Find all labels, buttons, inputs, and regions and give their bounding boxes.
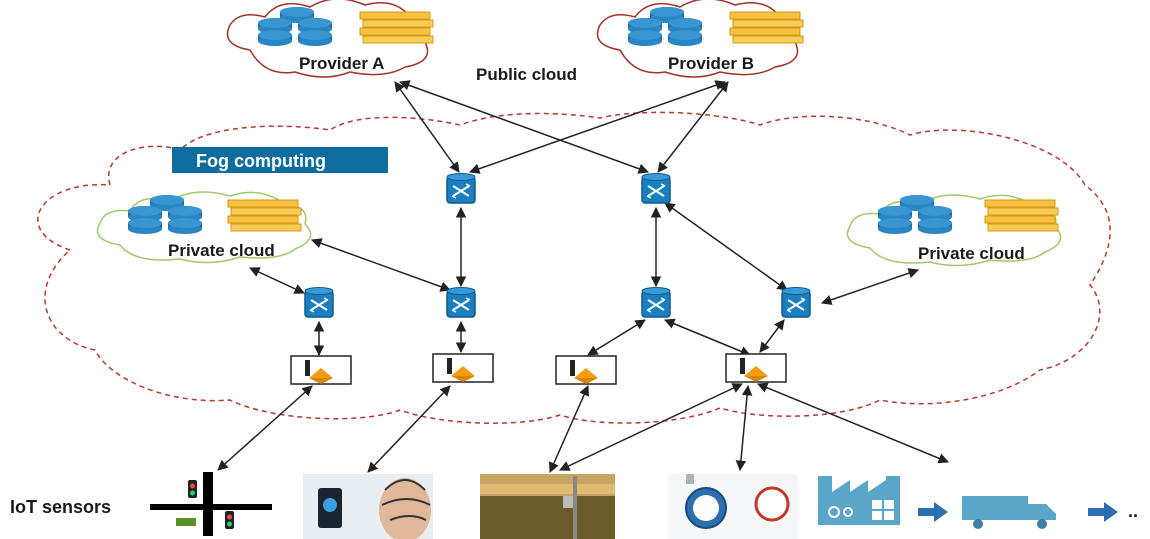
water-meter-icon [668,474,798,539]
brain-sensor-icon [303,474,433,539]
fog-router-icon [304,286,334,318]
iot-gateway-icon [725,353,787,383]
field-sensor-icon [480,474,615,539]
traffic-light-icon [150,472,272,536]
continuation-ellipsis: .. [1128,501,1138,521]
public-cloud-label: Public cloud [476,65,577,84]
truck-icon [962,496,1056,529]
iot-gateway-icon [555,355,617,385]
provider-b-files-icon [729,11,804,44]
fog-router-icon [641,172,671,204]
private-cloud-right-label: Private cloud [918,244,1025,263]
private-cloud-right-files-icon [984,199,1059,232]
flow-arrow-icon [918,502,948,522]
iot-gateway-icon [290,355,352,385]
fog-router-icon [781,286,811,318]
fog-computing-label: Fog computing [196,151,326,171]
iot-sensors-label: IoT sensors [10,497,111,517]
private-cloud-left-files-icon [227,199,302,232]
connections [217,80,949,473]
factory-icon [818,476,900,525]
flow-arrow-icon [1088,502,1118,522]
provider-a-label: Provider A [299,54,384,73]
provider-b-label: Provider B [668,54,754,73]
provider-a-files-icon [359,11,434,44]
private-cloud-left-label: Private cloud [168,241,275,260]
fog-router-icon [446,286,476,318]
fog-computing-badge [172,147,388,173]
fog-router-icon [641,286,671,318]
iot-gateway-icon [432,353,494,383]
fog-router-icon [446,172,476,204]
